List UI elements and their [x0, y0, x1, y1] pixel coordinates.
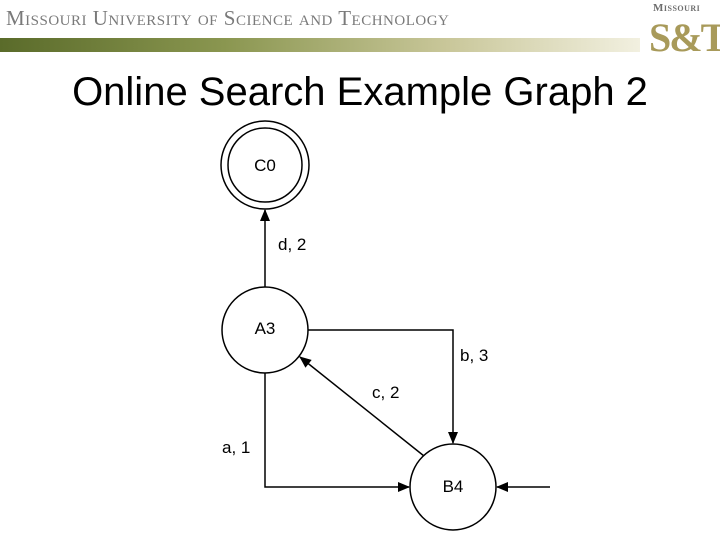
- node-c0-label: C0: [254, 156, 276, 175]
- edge-a3-c0-label: d, 2: [278, 235, 306, 254]
- edge-a3-b4-right: b, 3: [308, 329, 488, 444]
- edge-b4-a3: c, 2: [299, 356, 425, 457]
- edge-a3-c0: d, 2: [260, 209, 306, 287]
- node-a3: A3: [221, 286, 309, 374]
- node-b4-label: B4: [443, 477, 464, 496]
- edge-a3-b4-right-label: b, 3: [460, 346, 488, 365]
- node-a3-label: A3: [255, 319, 276, 338]
- header-gradient-bar: [0, 38, 640, 52]
- university-logo: Missouri S&T: [645, 2, 720, 60]
- edge-a3-b4-left: a, 1: [222, 373, 410, 492]
- slide-header: Missouri University of Science and Techn…: [0, 0, 720, 62]
- slide-title: Online Search Example Graph 2: [72, 70, 648, 114]
- node-c0: C0: [220, 120, 310, 210]
- university-name: Missouri University of Science and Techn…: [6, 6, 450, 30]
- edge-a3-b4-left-label: a, 1: [222, 438, 250, 457]
- node-b4: B4: [409, 443, 497, 531]
- edge-b4-a3-label: c, 2: [372, 383, 399, 402]
- logo-top-text: Missouri: [653, 2, 701, 14]
- logo-main-text: S&T: [649, 15, 720, 60]
